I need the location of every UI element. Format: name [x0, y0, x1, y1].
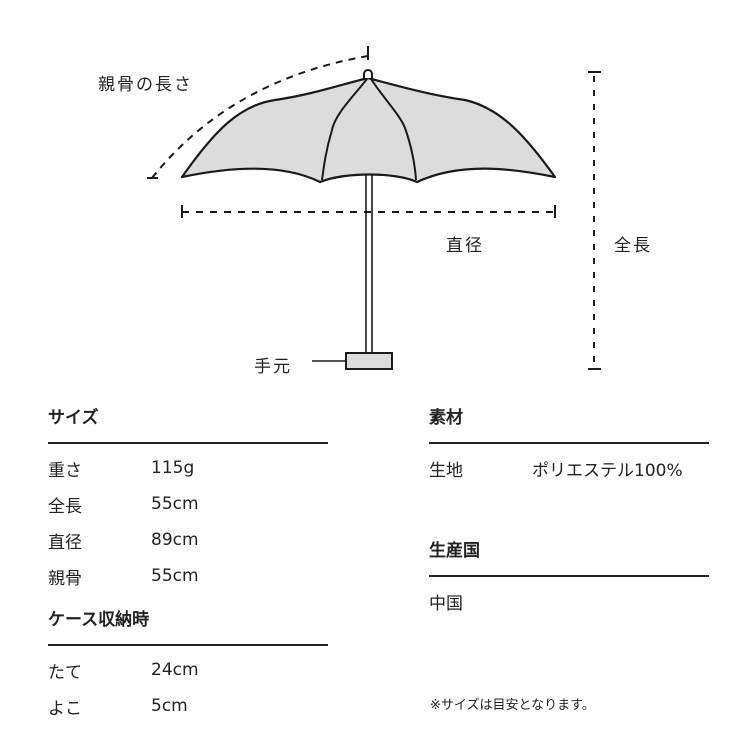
- spec-row-weight: 重さ 115g: [48, 450, 328, 486]
- case-title: ケース収納時: [48, 610, 150, 630]
- spec-row-origin: 中国: [429, 583, 709, 619]
- spec-label: よこ: [48, 698, 82, 719]
- spec-value: 115g: [151, 458, 195, 478]
- spec-label: たて: [48, 662, 82, 683]
- section-divider: [48, 644, 328, 646]
- spec-label: 直径: [48, 532, 82, 553]
- spec-value: 5cm: [151, 696, 188, 716]
- size-section: サイズ 重さ 115g 全長 55cm 直径 89cm 親骨 55cm: [48, 404, 328, 594]
- size-disclaimer: ※サイズは目安となります。: [430, 698, 595, 713]
- case-section: ケース収納時 たて 24cm よこ 5cm: [48, 606, 328, 724]
- section-divider: [429, 442, 709, 444]
- spec-value: 55cm: [151, 494, 199, 514]
- spec-value: 中国: [429, 593, 463, 614]
- umbrella-diagram: 親骨の長さ 直径 全長 手元: [98, 46, 652, 377]
- spec-value: 55cm: [151, 566, 199, 586]
- spec-row-fabric: 生地 ポリエステル100%: [429, 450, 709, 486]
- spec-value: 24cm: [151, 660, 199, 680]
- spec-value: ポリエステル100%: [532, 460, 683, 481]
- spec-label: 全長: [48, 496, 82, 517]
- spec-row-total-length: 全長 55cm: [48, 486, 328, 522]
- spec-row-height: たて 24cm: [48, 652, 328, 688]
- section-divider: [48, 442, 328, 444]
- spec-label: 重さ: [48, 460, 82, 481]
- origin-title: 生産国: [429, 541, 480, 561]
- material-title: 素材: [429, 408, 463, 428]
- spec-row-diameter: 直径 89cm: [48, 522, 328, 558]
- diameter-label: 直径: [446, 236, 484, 256]
- spec-row-width: よこ 5cm: [48, 688, 328, 724]
- size-title: サイズ: [48, 408, 99, 428]
- total-length-label: 全長: [614, 236, 652, 256]
- material-section: 素材 生地 ポリエステル100%: [429, 404, 709, 486]
- origin-section: 生産国 中国: [429, 537, 709, 619]
- umbrella-illustration: [147, 46, 601, 370]
- rib-length-label: 親骨の長さ: [98, 75, 193, 95]
- spec-value: 89cm: [151, 530, 199, 550]
- spec-row-rib: 親骨 55cm: [48, 558, 328, 594]
- section-divider: [429, 575, 709, 577]
- spec-label: 生地: [429, 460, 463, 481]
- spec-label: 親骨: [48, 568, 82, 589]
- handle-label: 手元: [254, 357, 292, 377]
